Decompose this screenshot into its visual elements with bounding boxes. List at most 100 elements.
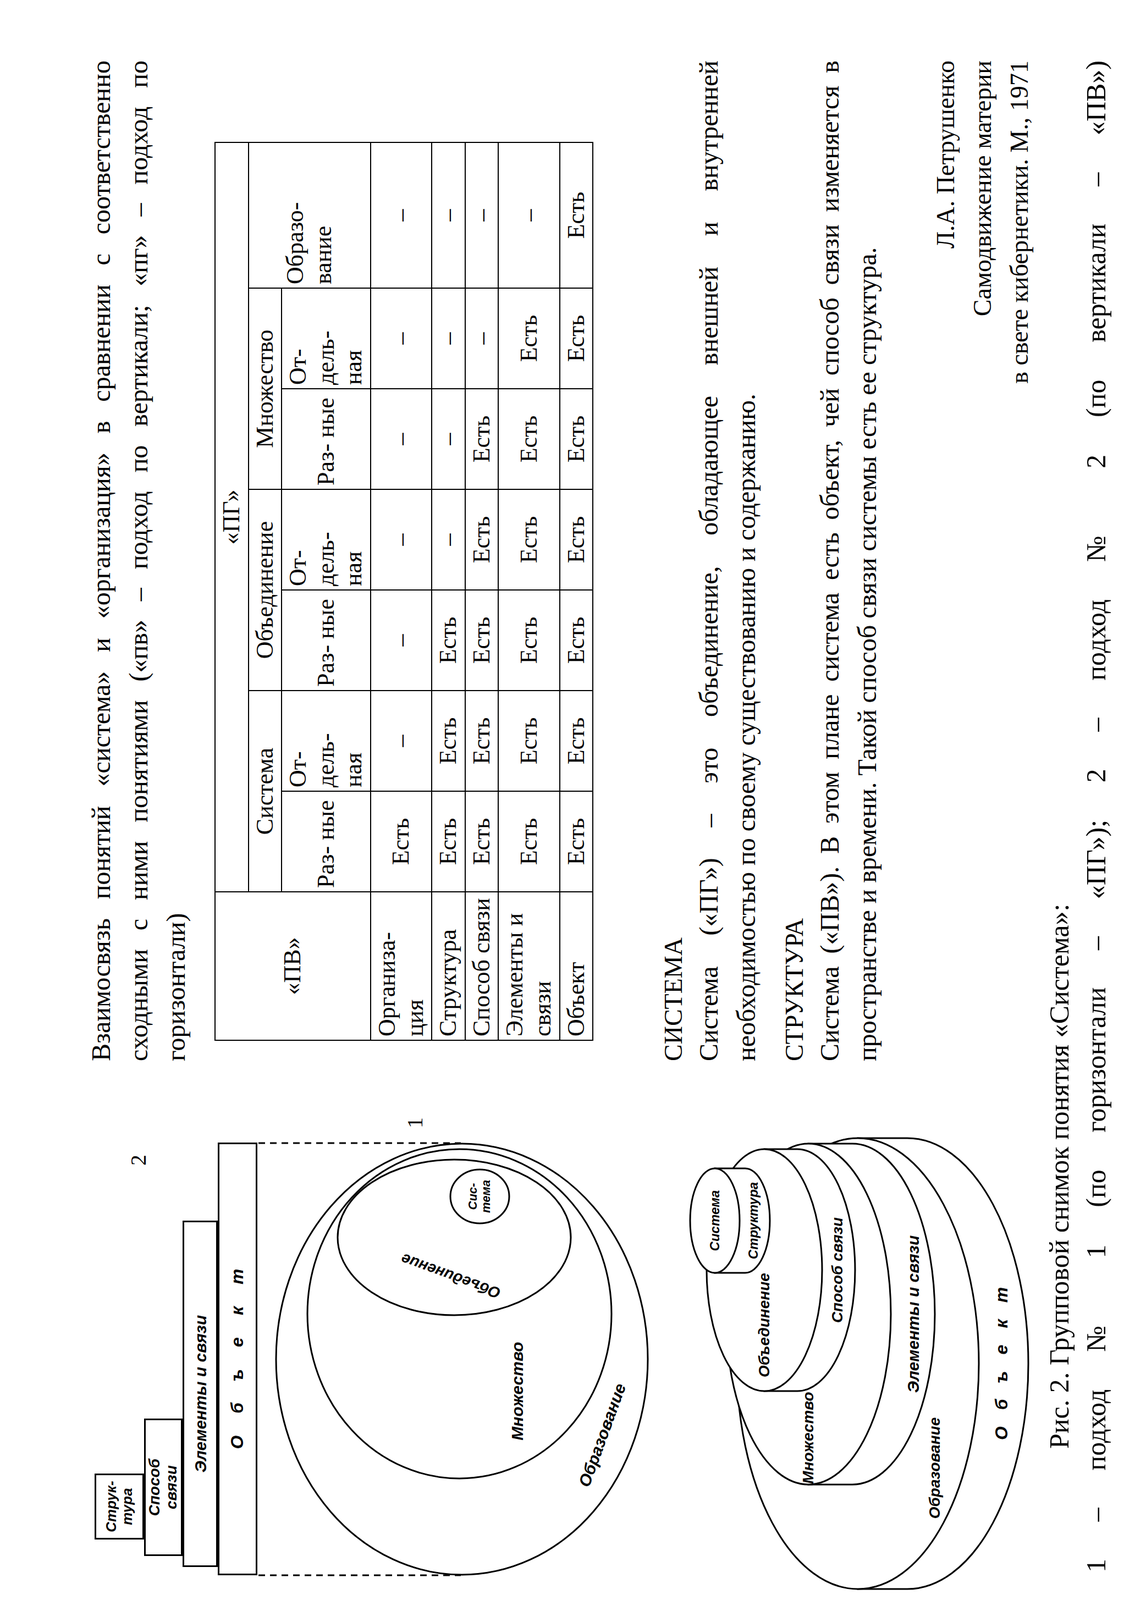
table-text: – bbox=[434, 392, 463, 486]
table-text: Раз- ные bbox=[312, 392, 341, 486]
stair-label: Элементы и связи bbox=[191, 1315, 210, 1474]
table-text: Объединение bbox=[251, 493, 280, 687]
concept-ellipse: Объединение Сис- тема bbox=[336, 1158, 572, 1317]
table-cell: Есть bbox=[498, 791, 560, 892]
table-text: – bbox=[467, 146, 497, 285]
table-cell: Образо- вание bbox=[248, 142, 371, 289]
table-text: Есть bbox=[515, 392, 544, 486]
table-cell: Есть bbox=[431, 590, 466, 691]
table-cell: От- дель- ная bbox=[281, 690, 371, 792]
attribution: в свете кибернетики. М., 1971 bbox=[1003, 60, 1037, 1062]
table-cell: Раз- ные bbox=[281, 388, 371, 490]
table-text: Организа- ция bbox=[373, 895, 429, 1037]
dashed-guide bbox=[258, 1142, 461, 1145]
table-text: – bbox=[515, 146, 544, 285]
table-cell: Есть bbox=[498, 489, 560, 591]
table-cell: Есть bbox=[465, 791, 499, 892]
cylinder-label-box: Объединение bbox=[756, 1273, 774, 1378]
table-text: Образо- вание bbox=[281, 146, 338, 285]
cylinder-label-box: Структура bbox=[746, 1182, 761, 1260]
table-text: От- дель- ная bbox=[284, 694, 368, 788]
cylinder-label: Элементы и связи bbox=[904, 1235, 923, 1394]
table-text: Есть bbox=[515, 694, 544, 788]
ellipse-label: Сис- тема bbox=[466, 1179, 493, 1214]
attribution: Л.А. Петрушенко bbox=[929, 60, 963, 1062]
table-cell: Есть bbox=[465, 590, 499, 691]
cylinder-label: Объединение bbox=[756, 1273, 774, 1378]
table-text: Система bbox=[251, 694, 280, 889]
table-text: – bbox=[434, 146, 463, 285]
ellipse-stroke bbox=[337, 1159, 571, 1316]
stair-box: Способ связи bbox=[144, 1418, 183, 1557]
table-text: – bbox=[387, 593, 416, 687]
table-row: «ПВ»«ПГ» bbox=[215, 142, 249, 1041]
table-cell: От- дель- ная bbox=[281, 489, 371, 591]
table-cell: Есть bbox=[559, 489, 594, 591]
stair-label: Способ связи bbox=[146, 1448, 181, 1526]
stair-box: Струк- тура bbox=[94, 1473, 145, 1540]
table-cell: – bbox=[431, 489, 466, 591]
table-text: От- дель- ная bbox=[284, 291, 368, 385]
cylinder-label-box: Множество bbox=[800, 1391, 818, 1484]
table-text: Раз- ные bbox=[312, 795, 341, 889]
figure-caption: Рис. 2. Групповой снимок понятия «Систем… bbox=[1042, 904, 1077, 1449]
table-cell: Раз- ные bbox=[281, 791, 371, 892]
table-text: – bbox=[387, 694, 416, 788]
table-text: Есть bbox=[562, 795, 591, 889]
cylinder-label: Способ связи bbox=[829, 1217, 847, 1324]
callout-number: 2 bbox=[127, 1154, 150, 1166]
concept-ellipse: Сис- тема bbox=[449, 1168, 511, 1225]
cylinder-label: Образование bbox=[926, 1417, 944, 1520]
table-text: Есть bbox=[515, 291, 544, 385]
stair-label: Струк- тура bbox=[103, 1479, 135, 1535]
cylinder-label-box: Объект bbox=[992, 1270, 1012, 1457]
section-heading: СИСТЕМА bbox=[657, 937, 691, 1062]
table-text: Элементы и связи bbox=[500, 895, 557, 1037]
table-row: ОбъектЕстьЕстьЕстьЕстьЕстьЕстьЕсть bbox=[559, 142, 594, 1041]
table-cell: Есть bbox=[559, 791, 594, 892]
concept-ellipse: МножествоОбъединениеСис- тема bbox=[306, 1148, 613, 1480]
table-body: «ПВ»«ПГ»СистемаОбъединениеМножествоОбраз… bbox=[215, 142, 593, 1041]
table-cell: – bbox=[370, 288, 432, 389]
cylinder-label: Объект bbox=[992, 1270, 1012, 1457]
table-cell: Есть bbox=[498, 288, 560, 389]
table-cell: Объединение bbox=[248, 489, 283, 691]
table-cell: Раз- ные bbox=[281, 590, 371, 691]
table-text: Есть bbox=[562, 146, 591, 285]
section-heading: СТРУКТУРА bbox=[778, 918, 812, 1062]
table-cell: – bbox=[370, 590, 432, 691]
heading: Взаимосвязь понятий «система» и «организ… bbox=[82, 60, 195, 1062]
table-text: – bbox=[434, 291, 463, 385]
table-text: От- дель- ная bbox=[284, 493, 368, 587]
table-text: «ПГ» bbox=[217, 146, 246, 889]
table-text: Структура bbox=[434, 895, 463, 1037]
cylinder-label-box: Образование bbox=[926, 1417, 944, 1520]
ellipse-stroke bbox=[450, 1169, 510, 1224]
cylinder-label: Структура bbox=[746, 1182, 761, 1260]
table-row: Элементы и связиЕстьЕстьЕстьЕстьЕстьЕсть… bbox=[498, 142, 560, 1041]
table-cell: – bbox=[431, 142, 466, 289]
table-text: Есть bbox=[467, 392, 497, 486]
table-text: Есть bbox=[562, 392, 591, 486]
table-text: Есть bbox=[515, 593, 544, 687]
ellipse-outline bbox=[306, 1148, 613, 1480]
table-cell: – bbox=[370, 388, 432, 490]
table-text: Есть bbox=[467, 593, 497, 687]
table-cell: Есть bbox=[431, 690, 466, 792]
table-cell: – bbox=[370, 489, 432, 591]
dashed-guide bbox=[258, 1574, 461, 1577]
callout-number: 1 bbox=[404, 1117, 427, 1129]
table-cell: Объект bbox=[559, 891, 594, 1041]
attribution: Самодвижение материи bbox=[966, 60, 1000, 1062]
table-row: СтруктураЕстьЕстьЕсть–––– bbox=[431, 142, 466, 1041]
table-text: – bbox=[434, 493, 463, 587]
table-text: – bbox=[387, 392, 416, 486]
ellipse-label: Объединение bbox=[399, 1249, 504, 1302]
table-text: – bbox=[387, 493, 416, 587]
table-cell: Есть bbox=[498, 590, 560, 691]
table-cell: Есть bbox=[498, 690, 560, 792]
stair-label: Объект bbox=[227, 1246, 247, 1471]
paragraph: Система («ПВ»). В этом плане система ест… bbox=[811, 60, 886, 1062]
stair-box: Объект bbox=[217, 1142, 258, 1576]
